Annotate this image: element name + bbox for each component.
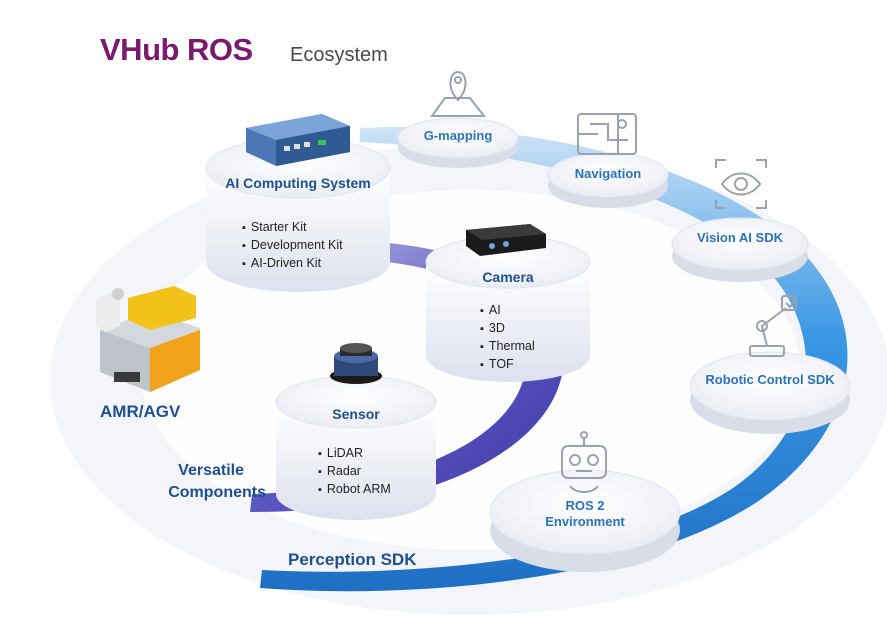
lidar-device-icon (330, 343, 382, 384)
camera-list: AI 3D Thermal TOF (480, 302, 535, 374)
sensor-list: LiDAR Radar Robot ARM (318, 445, 391, 499)
ros2-label: ROS 2 Environment (545, 498, 625, 529)
inner-ring-band (250, 240, 564, 512)
list-item: Robot ARM (318, 481, 391, 499)
node-ros2 (489, 469, 681, 572)
node-vision-ai (671, 217, 809, 282)
page-title: VHub ROS (100, 32, 253, 67)
list-item: 3D (480, 320, 535, 338)
list-item: AI-Driven Kit (242, 255, 343, 273)
ai-computing-title: AI Computing System (225, 175, 371, 191)
versatile-label-line1: Versatile (178, 462, 244, 479)
robot-face-icon (561, 431, 607, 493)
perception-sdk-label: Perception SDK (288, 550, 417, 569)
map-pin-icon (430, 70, 487, 117)
node-g-mapping (397, 117, 519, 168)
list-item: AI (480, 302, 535, 320)
amr-robot-icon (96, 286, 200, 392)
page-subtitle: Ecosystem (290, 44, 388, 66)
versatile-label-line2: Components (168, 484, 266, 501)
robot-arm-icon (749, 295, 797, 357)
list-item: TOF (480, 356, 535, 374)
list-item: Radar (318, 463, 391, 481)
amr-agv-label: AMR/AGV (100, 402, 181, 421)
list-item: Thermal (480, 338, 535, 356)
list-item: Development Kit (242, 237, 343, 255)
node-robotic-control (689, 351, 851, 434)
camera-title: Camera (482, 269, 534, 285)
route-map-icon (577, 113, 637, 155)
vision-ai-label: Vision AI SDK (697, 230, 783, 245)
ai-computing-list: Starter Kit Development Kit AI-Driven Ki… (242, 219, 343, 273)
list-item: Starter Kit (242, 219, 343, 237)
list-item: LiDAR (318, 445, 391, 463)
robotic-control-label: Robotic Control SDK (705, 372, 835, 387)
navigation-label: Navigation (574, 166, 642, 181)
ai-computer-device-icon (246, 114, 350, 166)
g-mapping-label: G-mapping (423, 128, 493, 143)
eye-scan-icon (715, 159, 767, 209)
camera-device-icon (466, 224, 546, 256)
sensor-title: Sensor (332, 406, 380, 422)
